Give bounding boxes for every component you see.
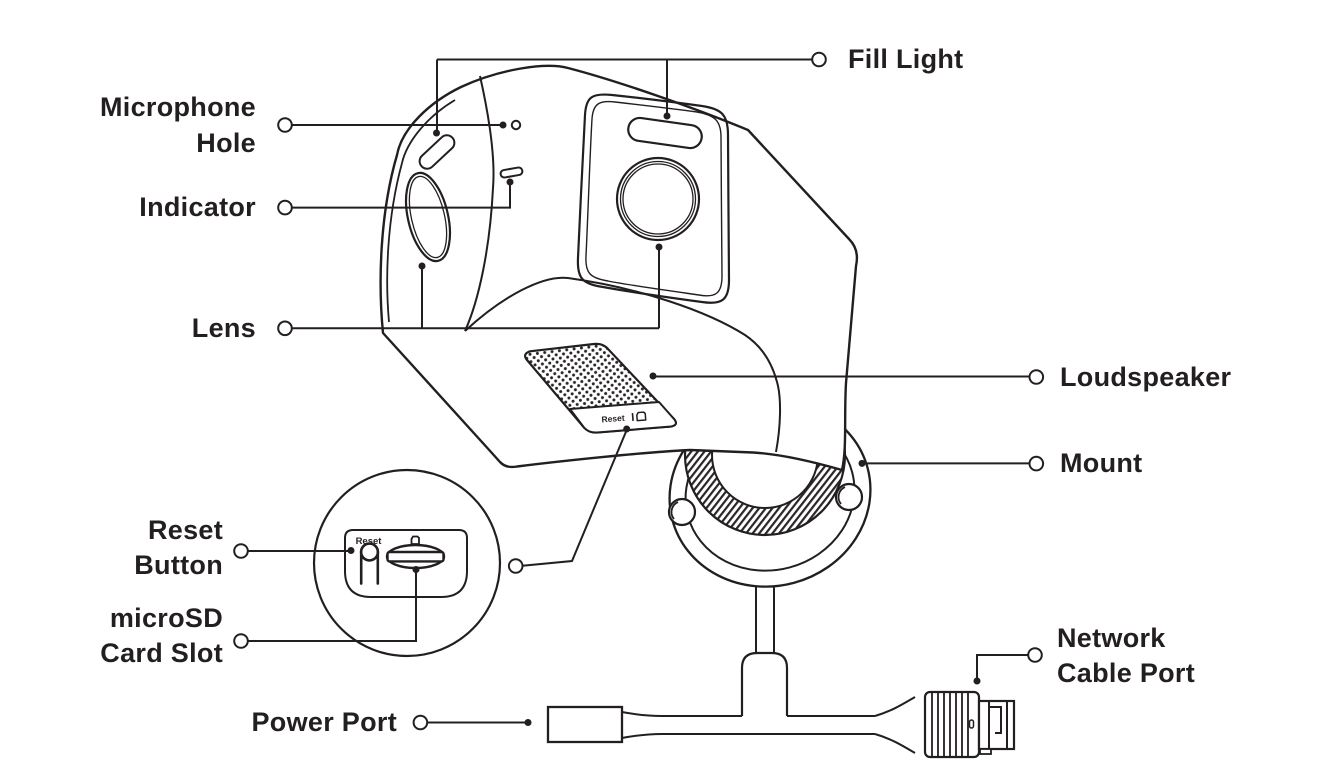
leader-lines [233,51,1045,731]
label-line: Network [1057,623,1166,653]
reset-pin-icon [359,542,380,585]
loudspeaker-leader [649,369,1045,385]
label-fill-light: Fill Light [848,44,964,74]
label-microphone-hole: Microphone Hole [100,89,256,161]
label-line: Button [134,550,223,580]
label-line: Reset [147,515,223,545]
network-connector [874,690,1016,759]
mount-leader [858,455,1045,472]
microphone-hole-leader [277,117,507,133]
label-power-port: Power Port [251,707,397,737]
speaker-grille: Reset [523,342,678,434]
label-reset-button: Reset Button [134,513,223,583]
lens-left [404,171,452,263]
fill-light-left [418,134,456,170]
label-microsd-card-slot: microSD Card Slot [100,601,223,671]
inset-reset-text: Reset [356,536,383,547]
lens-right [615,156,701,242]
label-mount: Mount [1060,448,1143,478]
fill-light-leader [433,51,827,137]
microsd-card-icon [410,535,420,545]
indicator-mark [499,166,524,179]
microsd-slot [385,535,446,570]
label-lens: Lens [191,313,256,343]
label-line: Microphone [100,92,256,122]
label-line: Cable Port [1057,658,1196,688]
microsd-card-slot-leader [233,566,420,649]
inset-link-leader [507,425,631,574]
microsd-card-icon [636,411,647,422]
body-silhouette [379,64,859,472]
camera-body: Reset [379,64,859,472]
label-line: Card Slot [100,638,223,668]
indicator-leader [277,178,514,216]
network-cable-port-leader [973,647,1043,685]
label-indicator: Indicator [139,192,256,222]
reset-microsd-inset: Reset [312,468,502,658]
bottom-plate-reset-text: Reset [601,413,625,425]
label-line: microSD [109,603,223,633]
power-port-leader [412,714,532,731]
microphone-hole-mark [510,119,522,131]
cable-assembly [546,651,1016,759]
label-line: Hole [196,128,256,158]
reset-button-leader [233,543,355,559]
power-connector [546,705,663,744]
fill-light-right [627,116,703,150]
label-network-cable-port: Network Cable Port [1057,621,1195,691]
lens-leader [277,243,663,337]
label-loudspeaker: Loudspeaker [1060,362,1232,392]
